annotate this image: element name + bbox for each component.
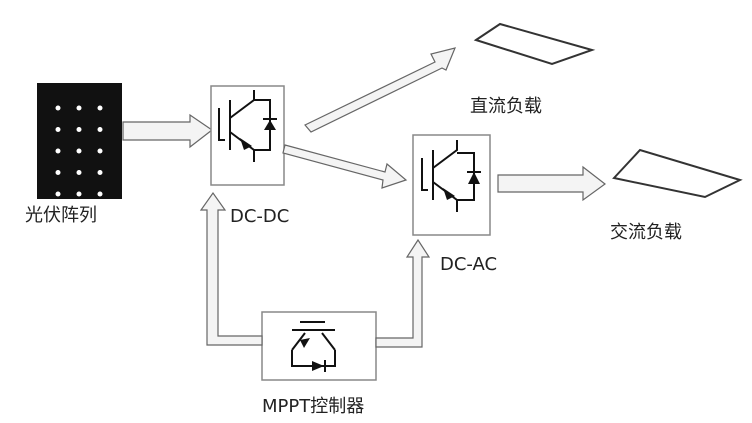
ac-load-label: 交流负载 [610, 222, 682, 243]
solar-cell-dot [55, 148, 61, 154]
solar-cell-dot [97, 191, 103, 197]
ac-load-light-panel-icon [612, 148, 743, 199]
dcac-label: DC-AC [440, 254, 497, 275]
solar-cell-dot [55, 105, 61, 111]
solar-cell-dot [55, 127, 61, 132]
arrow-dcac-to-ac-load [497, 165, 607, 202]
dcdc-label: DC-DC [230, 206, 289, 227]
solar-panel-icon [37, 83, 122, 199]
solar-cell-dot [76, 105, 82, 111]
arrow-mppt-to-dcdc [199, 191, 263, 346]
mppt-label: MPPT控制器 [262, 396, 364, 417]
solar-cell-dot [97, 127, 103, 132]
dc-load-light-panel-icon [473, 22, 596, 66]
solar-cell-dot [97, 170, 103, 175]
arrow-dcdc-to-dcac [282, 144, 408, 189]
arrow-dcdc-to-dc-load [304, 47, 457, 133]
solar-cell-dot [76, 127, 82, 132]
arrow-mppt-to-dcac [375, 238, 431, 348]
pv-array-label: 光伏阵列 [25, 205, 97, 226]
dcac-inverter-box [412, 134, 491, 236]
dcdc-converter-box [210, 85, 285, 186]
solar-cell-dot [76, 170, 82, 175]
solar-cell-dot [76, 148, 82, 154]
solar-cell-dot [97, 105, 103, 111]
dc-load-label: 直流负载 [470, 96, 542, 117]
solar-cell-dot [55, 170, 61, 175]
solar-cell-dot [97, 148, 103, 154]
arrow-pv-to-dcdc [122, 113, 214, 149]
mppt-controller-box [261, 311, 377, 381]
solar-cell-dot [55, 191, 61, 197]
solar-cell-dot [76, 191, 82, 197]
